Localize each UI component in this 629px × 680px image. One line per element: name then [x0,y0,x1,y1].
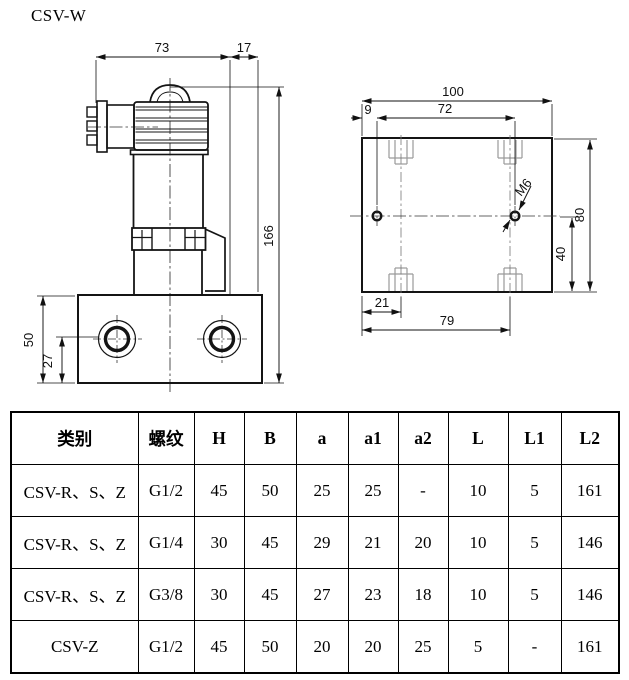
table-cell: 30 [193,568,245,621]
spec-table: 类别 螺纹 H B a a1 a2 L L1 L2 CSV-R、S、Z G1/2… [10,411,620,674]
dim-166-label: 166 [261,225,276,247]
table-cell: CSV-R、S、Z [10,516,139,569]
table-cell: 5 [507,516,562,569]
header-H: H [193,411,245,465]
dim-21: 21 [362,295,401,315]
dim-72-label: 72 [438,101,452,116]
table-cell: 45 [243,516,297,569]
table-cell: 5 [507,464,562,517]
table-cell: G1/4 [137,516,195,569]
table-cell: 10 [447,464,509,517]
dim-17: 17 [230,40,258,60]
table-cell: 10 [447,516,509,569]
table-cell: 25 [295,464,349,517]
table-cell: - [507,620,562,674]
dim-100-label: 100 [442,84,464,99]
table-row: CSV-R、S、Z G3/8 30 45 27 23 18 10 5 146 [10,568,620,621]
dim-27: 27 [40,337,65,383]
table-row: CSV-Z G1/2 45 50 20 20 25 5 - 161 [10,620,620,674]
table-cell: 29 [295,516,349,569]
table-row: CSV-R、S、Z G1/4 30 45 29 21 20 10 5 146 [10,516,620,569]
table-cell: G1/2 [137,620,195,674]
table-cell: 20 [397,516,449,569]
table-cell: 161 [560,464,620,517]
dim-80: 80 [572,140,593,291]
dim-72: 72 [377,101,515,121]
dim-73: 73 [96,40,230,60]
table-cell: G1/2 [137,464,195,517]
table-cell: 10 [447,568,509,621]
header-L: L [447,411,509,465]
header-a2: a2 [397,411,449,465]
dim-17-label: 17 [237,40,251,55]
header-B: B [243,411,297,465]
table-cell: 5 [447,620,509,674]
table-cell: 25 [347,464,399,517]
dim-79: 79 [362,313,510,333]
table-cell: 21 [347,516,399,569]
dim-100: 100 [362,84,552,104]
table-cell: 27 [295,568,349,621]
table-cell: 20 [347,620,399,674]
dim-80-label: 80 [572,208,587,222]
hex-nut [131,227,207,251]
coil-dome [149,84,191,103]
coil-bottom-flange [129,149,209,156]
table-cell: 20 [295,620,349,674]
table-cell: 50 [243,620,297,674]
table-row: CSV-R、S、Z G1/2 45 50 25 25 - 10 5 161 [10,464,620,517]
table-cell: 50 [243,464,297,517]
table-cell: CSV-R、S、Z [10,464,139,517]
coil-dome-inner [156,91,184,103]
page-title: CSV-W [31,6,87,25]
table-cell: 146 [560,568,620,621]
port-bores-hidden [388,140,523,291]
cable-connector [86,100,135,153]
table-cell: CSV-R、S、Z [10,568,139,621]
dim-27-label: 27 [40,354,55,368]
dim-40-label: 40 [553,247,568,261]
dim-40: 40 [553,218,575,291]
dim-9-label: 9 [364,102,371,117]
header-L2: L2 [560,411,620,465]
front-view-drawing: 73 17 166 50 27 [21,40,284,392]
table-cell: 5 [507,568,562,621]
table-cell: 146 [560,516,620,569]
table-cell: 161 [560,620,620,674]
dim-50: 50 [21,296,46,383]
table-header-row: 类别 螺纹 H B a a1 a2 L L1 L2 [10,411,620,465]
header-a: a [295,411,349,465]
top-view-drawing: 100 72 9 80 40 21 [350,84,597,336]
mounting-bracket [204,228,226,292]
port-right-outer [202,319,242,359]
table-cell: 30 [193,516,245,569]
table-cell: 25 [397,620,449,674]
header-thread: 螺纹 [137,411,195,465]
base-block [77,294,263,384]
dim-166: 166 [261,87,282,383]
port-left-outer [97,319,137,359]
table-cell: CSV-Z [10,620,139,674]
m6-callout: M6 [502,175,535,233]
dim-79-label: 79 [440,313,454,328]
table-cell: 23 [347,568,399,621]
dim-21-label: 21 [375,295,389,310]
header-category: 类别 [10,411,139,465]
table-cell: 45 [243,568,297,621]
port-right-bore [208,325,236,353]
header-L1: L1 [507,411,562,465]
table-cell: G3/8 [137,568,195,621]
mounting-plate [361,137,553,293]
dim-50-label: 50 [21,333,36,347]
table-cell: 45 [193,464,245,517]
dim-9: 9 [351,102,372,121]
dim-73-label: 73 [155,40,169,55]
port-left-bore [103,325,131,353]
table-cell: - [397,464,449,517]
table-cell: 45 [193,620,245,674]
table-cell: 18 [397,568,449,621]
coil-ribs [135,106,208,144]
technical-drawings: 73 17 166 50 27 [21,40,597,392]
header-a1: a1 [347,411,399,465]
